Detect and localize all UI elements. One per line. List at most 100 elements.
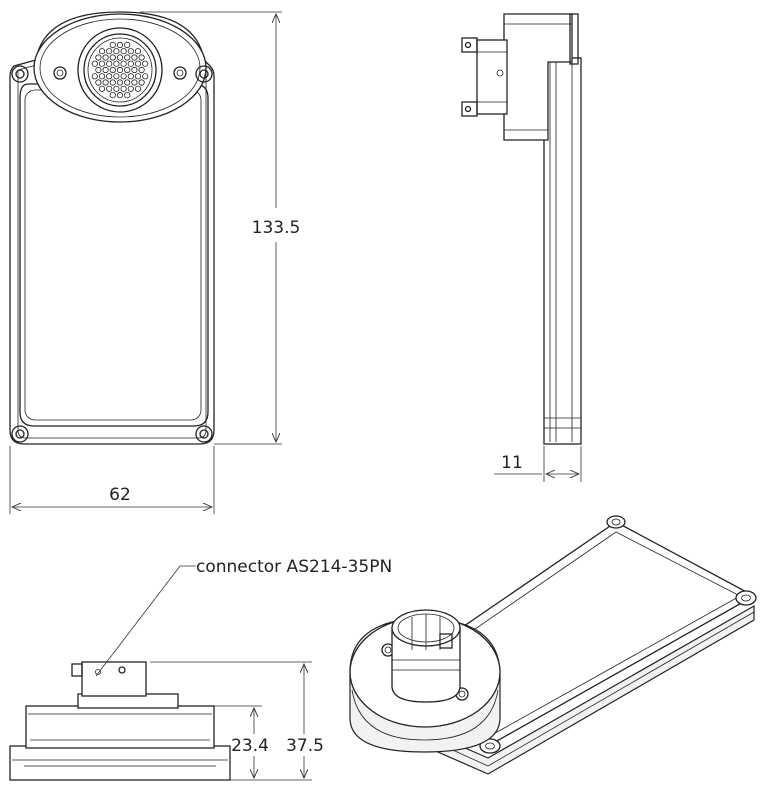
height-value: 133.5 (252, 218, 301, 238)
connector-pin (138, 54, 145, 61)
connector-pin (106, 73, 113, 80)
connector-flange (33, 13, 207, 123)
bottom-base-plate (9, 745, 231, 781)
connector-pin (134, 85, 142, 92)
mount-hole-top-left (11, 65, 29, 83)
connector-pin (124, 54, 131, 61)
connector-flange-inner (39, 18, 201, 118)
connector-pin (98, 60, 106, 67)
connector-pin (91, 60, 98, 67)
bottom-connector (81, 661, 147, 697)
side-flange-lip (569, 13, 579, 65)
connector-label: connector AS214-35PN (196, 557, 392, 577)
mount-hole-bottom-left-inner (15, 429, 25, 439)
connector-pin (102, 66, 109, 74)
connector-height-value: 23.4 (231, 736, 269, 756)
connector-pin (120, 48, 127, 55)
connector-pin (106, 48, 113, 55)
mount-hole-top-left-inner (15, 69, 25, 79)
flange-screw-left (53, 66, 67, 80)
front-panel (19, 83, 209, 427)
connector-pin (120, 85, 127, 92)
connector-pin (131, 54, 138, 61)
connector-pin (116, 92, 124, 99)
connector-pin (106, 85, 113, 92)
connector-callout: connector AS214-35PN (95, 557, 392, 677)
total-height-value: 37.5 (286, 736, 324, 756)
connector-pin (102, 79, 109, 86)
side-connector-body (476, 39, 508, 115)
connector-pin (98, 48, 106, 55)
connector-pin (109, 79, 116, 86)
connector-pin (127, 73, 134, 80)
width-dimension: 62 (9, 446, 215, 514)
side-view (461, 13, 582, 445)
connector-pin (127, 85, 134, 92)
connector-pin (134, 48, 142, 55)
mount-hole-top-right (195, 65, 213, 83)
flange-screw-right (173, 66, 187, 80)
mount-hole-top-right-inner (199, 69, 209, 79)
isometric-view (349, 515, 757, 775)
connector-pin (116, 54, 124, 61)
bottom-housing (25, 705, 215, 749)
connector-pin (116, 79, 124, 86)
side-plate-outer (543, 57, 582, 445)
connector-pin (113, 48, 120, 55)
connector-pin (116, 41, 124, 49)
connector-pin (109, 41, 116, 49)
connector-pin (131, 79, 138, 86)
connector-pin (120, 60, 127, 67)
iso-boss-right (735, 590, 757, 606)
connector-ring-outer (77, 27, 163, 113)
connector-pin (109, 54, 116, 61)
vertical-dimensions: 23.4 37.5 (150, 661, 324, 781)
connector-pin (113, 85, 120, 92)
connector-pin (138, 79, 145, 86)
mount-hole-bottom-right-inner (199, 429, 209, 439)
front-view (9, 11, 215, 445)
connector-ring-inner (83, 33, 157, 107)
connector-pin (142, 73, 149, 80)
connector-pin (113, 73, 120, 80)
connector-pin (102, 54, 109, 61)
depth-value: 11 (501, 453, 523, 473)
mount-hole-bottom-left (11, 425, 29, 443)
connector-pin (142, 60, 149, 67)
front-outline (9, 11, 215, 445)
connector-pin (95, 54, 102, 61)
flange-screw-left-hole (56, 69, 64, 77)
side-connector-tab-top (461, 37, 478, 53)
connector-pin (127, 48, 134, 55)
mount-hole-bottom-right (195, 425, 213, 443)
connector-pin (109, 66, 116, 74)
connector-pin (106, 60, 113, 67)
front-panel-inset (24, 89, 202, 421)
connector-pin (109, 92, 116, 99)
connector-pin (95, 66, 102, 74)
connector-pin (124, 66, 131, 74)
connector-pin (138, 66, 145, 74)
bottom-view (9, 661, 231, 781)
iso-boss-back (606, 515, 626, 529)
iso-connector-cylinder (391, 627, 461, 703)
connector-pin (134, 60, 142, 67)
iso-boss-front (479, 738, 501, 754)
connector-pin (113, 60, 120, 67)
height-dimension: 133.5 (140, 11, 301, 445)
connector-pin (134, 73, 142, 80)
bottom-connector-tab (71, 663, 83, 677)
connector-pin (98, 73, 106, 80)
width-value: 62 (109, 485, 131, 505)
connector-pin (95, 79, 102, 86)
connector-pins (91, 41, 149, 99)
connector-pin (98, 85, 106, 92)
flange-screw-right-hole (176, 69, 184, 77)
iso-connector-tab (439, 633, 453, 649)
depth-dimension: 11 (494, 446, 582, 482)
connector-pin (116, 66, 124, 74)
connector-pin (131, 66, 138, 74)
connector-pin (127, 60, 134, 67)
connector-insert (87, 37, 153, 103)
